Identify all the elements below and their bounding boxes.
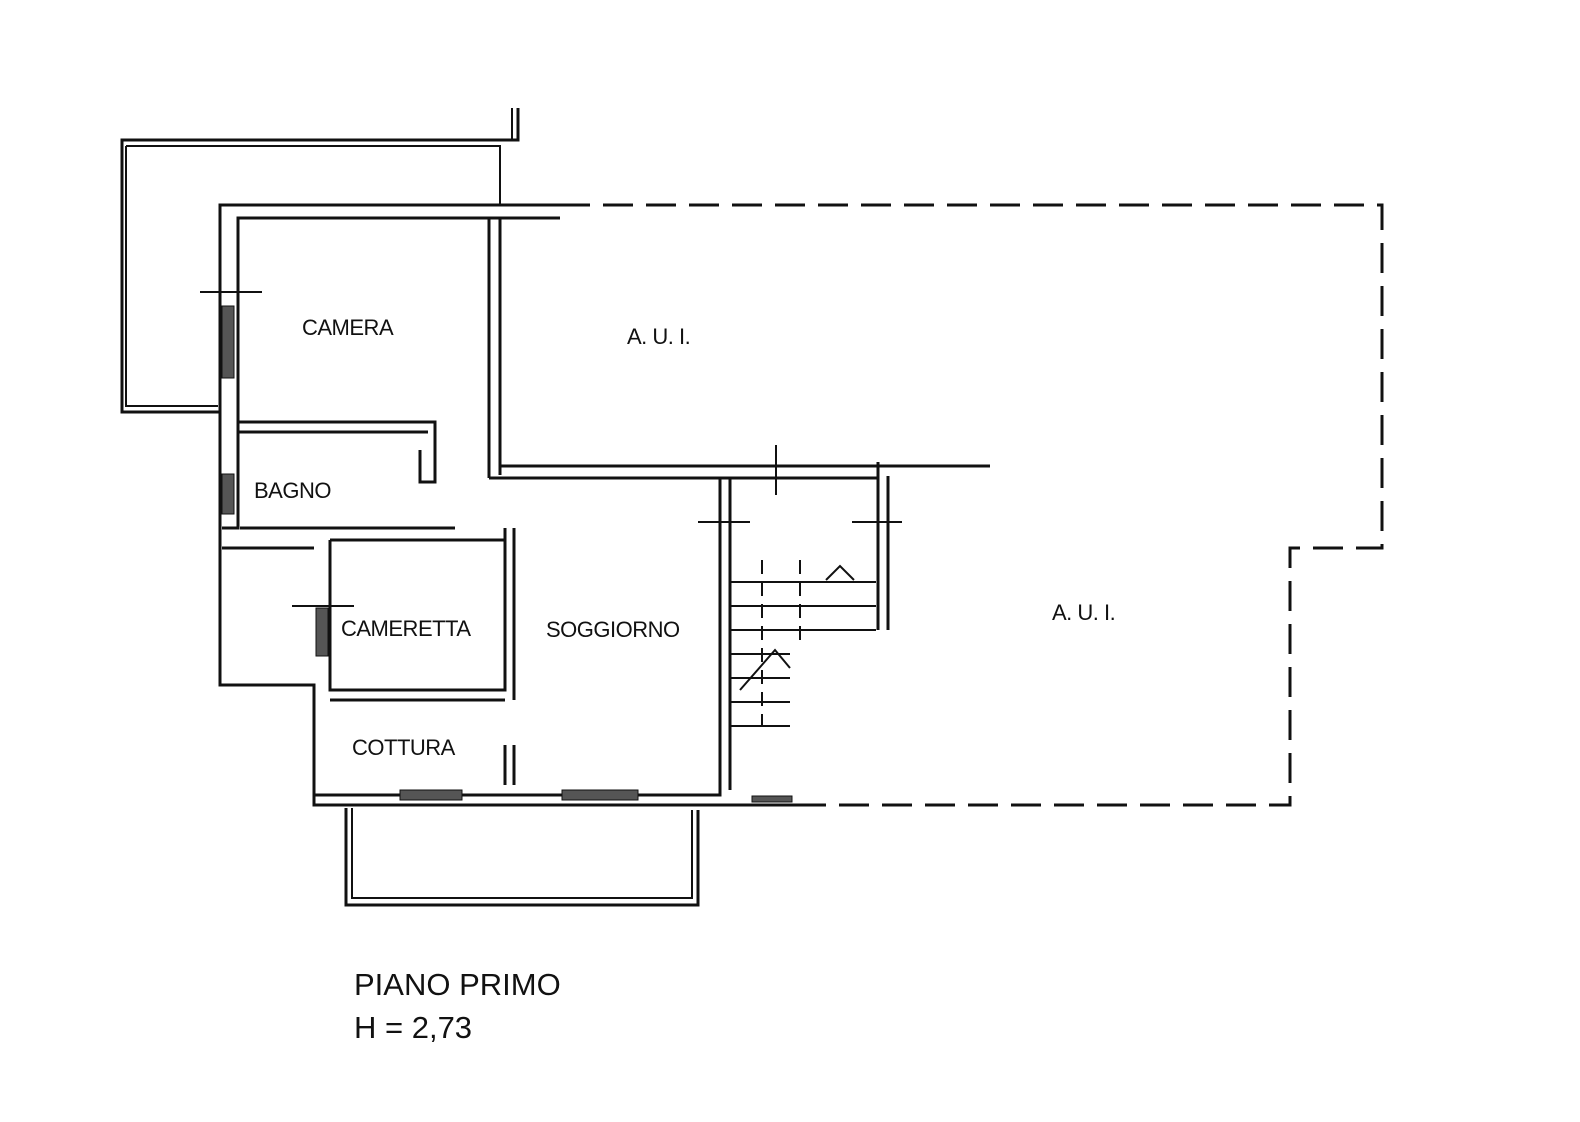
aui-dashed-outline bbox=[560, 203, 1384, 807]
room-label-cottura: COTTURA bbox=[352, 735, 456, 760]
height-caption: H = 2,73 bbox=[354, 1010, 472, 1045]
staircase bbox=[730, 560, 876, 727]
room-label-cameretta: CAMERETTA bbox=[341, 616, 471, 641]
room-label-bagno: BAGNO bbox=[254, 478, 331, 503]
room-label-aui-north: A. U. I. bbox=[627, 324, 690, 349]
south-balcony bbox=[344, 808, 700, 907]
room-label-aui-east: A. U. I. bbox=[1052, 600, 1115, 625]
windows bbox=[200, 291, 902, 803]
apartment-walls bbox=[218, 203, 990, 807]
room-label-soggiorno: SOGGIORNO bbox=[546, 617, 680, 642]
room-label-camera: CAMERA bbox=[302, 315, 394, 340]
left-terrace-outline bbox=[120, 108, 520, 414]
floor-caption: PIANO PRIMO bbox=[354, 967, 561, 1002]
